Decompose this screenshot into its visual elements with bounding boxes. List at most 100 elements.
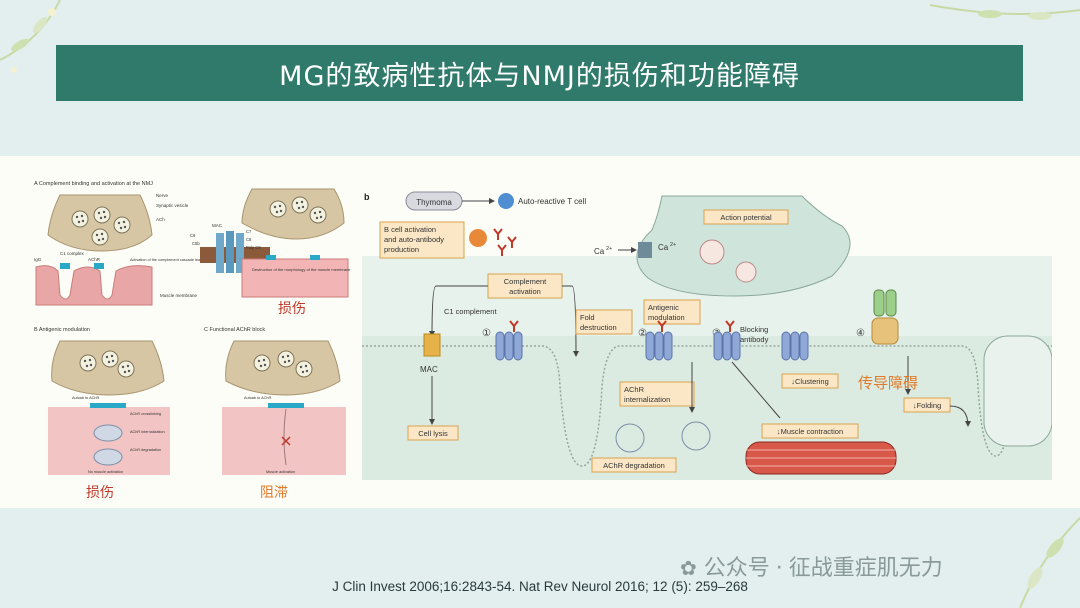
svg-text:Ca: Ca bbox=[658, 243, 669, 252]
label-damage-b: 损伤 bbox=[86, 484, 114, 500]
svg-text:2+: 2+ bbox=[606, 246, 612, 252]
title-bar: MG的致病性抗体与NMJ的损伤和功能障碍 bbox=[56, 45, 1023, 101]
nerve-terminal bbox=[636, 195, 851, 297]
endosome-1 bbox=[615, 423, 645, 453]
mac-label: MAC bbox=[420, 365, 438, 374]
label-internalization: AChR internalization bbox=[130, 430, 165, 434]
achr-internalization-box: AChR internalization bbox=[619, 381, 695, 407]
panel-c-diagram bbox=[222, 340, 346, 475]
label-c5b: C5b bbox=[192, 241, 200, 246]
panel-a-destroyed-nmj bbox=[241, 188, 349, 298]
leaf-decoration-bottom-right bbox=[1019, 517, 1080, 608]
marker-4: ④ bbox=[856, 328, 865, 339]
panel-a-title: A Complement binding and activation at t… bbox=[34, 181, 153, 187]
label-degradation: AChR degradation bbox=[130, 448, 161, 452]
svg-text:Cell lysis: Cell lysis bbox=[418, 429, 448, 438]
svg-text:AChR: AChR bbox=[624, 385, 645, 394]
svg-text:destruction: destruction bbox=[580, 323, 617, 332]
label-c7: C7 bbox=[246, 229, 252, 234]
label-autoab-c: Autoab to AChR bbox=[244, 396, 271, 400]
label-destruction-morphology: Destruction of the morphology of the mus… bbox=[252, 267, 351, 272]
svg-text:Ca: Ca bbox=[594, 247, 605, 256]
c1-complement-label: C1 complement bbox=[444, 307, 497, 316]
svg-text:AChR degradation: AChR degradation bbox=[603, 461, 665, 470]
achr-degradation-box: AChR degradation bbox=[591, 457, 677, 473]
fold-destruction-box: Fold destruction bbox=[575, 309, 633, 335]
marker-2: ② bbox=[638, 328, 647, 339]
calcium-channel: Ca 2+ Ca 2+ bbox=[594, 242, 676, 258]
watermark: ✿ 公众号·征战重症肌无力 bbox=[680, 550, 943, 582]
svg-text:↓Folding: ↓Folding bbox=[913, 401, 941, 410]
label-nerve: Nerve bbox=[156, 193, 169, 198]
svg-text:production: production bbox=[384, 245, 419, 254]
citation: J Clin Invest 2006;16:2843-54. Nat Rev N… bbox=[332, 579, 748, 594]
label-autoab-b: Autoab to AChR bbox=[72, 396, 99, 400]
panel-a-muscle bbox=[35, 263, 153, 306]
label-damage-a: 损伤 bbox=[278, 300, 306, 316]
mac-icon bbox=[423, 333, 441, 357]
muscle-contraction-box: ↓Muscle contraction bbox=[761, 423, 859, 439]
blocking-label-1: Blocking bbox=[740, 325, 768, 334]
label-achr: AChR bbox=[88, 257, 101, 262]
svg-text:internalization: internalization bbox=[624, 395, 670, 404]
panel-b-diagram bbox=[48, 340, 170, 475]
svg-text:Antigenic: Antigenic bbox=[648, 303, 679, 312]
svg-text:and auto-antibody: and auto-antibody bbox=[384, 235, 444, 244]
cell-lysis-box: Cell lysis bbox=[407, 425, 459, 441]
complement-activation-box: Complement activation bbox=[487, 273, 563, 299]
label-c1-complex: C1 complex bbox=[60, 251, 85, 256]
clustering-box: ↓Clustering bbox=[781, 373, 839, 389]
adjacent-cell bbox=[983, 335, 1052, 447]
muscle-fiber bbox=[745, 441, 897, 475]
panel-b-title: B Antigenic modulation bbox=[34, 327, 90, 333]
marker-1: ① bbox=[482, 328, 491, 339]
label-muscle-activation: Muscle activation bbox=[266, 470, 295, 474]
page-title: MG的致病性抗体与NMJ的损伤和功能障碍 bbox=[279, 60, 800, 92]
svg-text:↓Clustering: ↓Clustering bbox=[791, 377, 829, 386]
panel-b-letter: b bbox=[364, 192, 370, 202]
label-synaptic-vesicle: Synaptic vesicle bbox=[156, 203, 189, 208]
watermark-text: 公众号 bbox=[703, 556, 770, 581]
blocking-label-2: antibody bbox=[740, 335, 769, 344]
label-crosslinking: AChR crosslinking bbox=[130, 412, 161, 416]
action-potential-box: Action potential bbox=[703, 209, 789, 225]
label-ach: ACh bbox=[156, 217, 165, 222]
label-block: 阻滞 bbox=[260, 484, 288, 500]
panel-a-nerve-terminal bbox=[47, 194, 153, 252]
thymoma-box: Thymoma bbox=[405, 191, 463, 211]
svg-text:Thymoma: Thymoma bbox=[416, 198, 452, 207]
svg-text:B cell activation: B cell activation bbox=[384, 225, 436, 234]
mg-mechanism-figure: b Thymoma Auto-reactive T cell B cell ac… bbox=[362, 191, 1052, 480]
synaptic-vesicle bbox=[699, 239, 725, 265]
conduction-disorder-label: 传导障碍 bbox=[858, 374, 918, 392]
leaf-decoration-top-left bbox=[0, 0, 61, 73]
wechat-icon: ✿ bbox=[680, 556, 697, 580]
achr-receptor-3 bbox=[713, 331, 741, 361]
achr-receptor-1 bbox=[495, 331, 523, 361]
label-mac: MAC bbox=[212, 223, 223, 228]
watermark-separator: · bbox=[775, 556, 783, 581]
b-cell-box: B cell activation and auto-antibody prod… bbox=[379, 221, 465, 259]
leaf-decoration-top-right bbox=[930, 4, 1080, 20]
label-igg: IgG bbox=[34, 257, 42, 262]
synaptic-vesicle-2 bbox=[735, 261, 757, 283]
b-cell-icon bbox=[469, 229, 487, 247]
nmj-damage-figure: A Complement binding and activation at t… bbox=[34, 181, 351, 500]
label-no-activation: No muscle activation bbox=[88, 470, 123, 474]
label-c6: C6 bbox=[190, 233, 196, 238]
label-activation-cascade: Activation of the complement cascade lea… bbox=[130, 258, 245, 262]
label-poly-c9: Poly C9 bbox=[246, 245, 261, 250]
musk-lrp4-complex bbox=[871, 289, 899, 345]
svg-text:activation: activation bbox=[509, 287, 541, 296]
endosome-2 bbox=[681, 421, 711, 451]
watermark-account: 征战重症肌无力 bbox=[788, 556, 943, 581]
label-c8: C8 bbox=[246, 237, 252, 242]
antigenic-modulation-box: Antigenic modulation bbox=[643, 299, 701, 325]
svg-text:Action potential: Action potential bbox=[720, 213, 772, 222]
panel-c-title: C Functional AChR block bbox=[204, 327, 265, 333]
svg-text:Fold: Fold bbox=[580, 313, 595, 322]
svg-text:Complement: Complement bbox=[504, 277, 547, 286]
t-cell-icon bbox=[498, 193, 514, 209]
label-muscle-membrane: Muscle membrane bbox=[160, 293, 198, 298]
svg-text:2+: 2+ bbox=[670, 242, 676, 248]
